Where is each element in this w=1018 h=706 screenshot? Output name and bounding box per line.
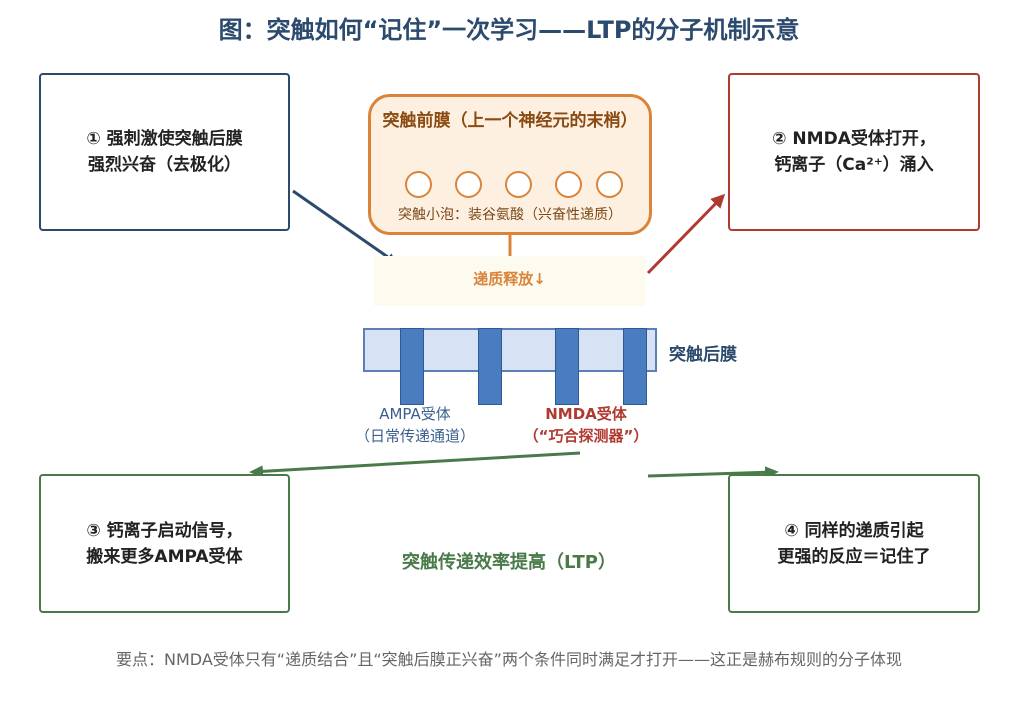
diagram-title: 图：突触如何“记住”一次学习——LTP的分子机制示意 [218,16,800,44]
step4-box: ④ 同样的递质引起 更强的反应＝记住了 [728,474,980,613]
step4-line1: ④ 同样的递质引起 [784,520,924,541]
vesicle-icon [405,171,432,198]
ampa-label-line1: AMPA受体 [379,405,451,423]
step2-line2: 钙离子（Ca²⁺）涌入 [774,155,934,175]
presynaptic-label: 突触前膜（上一个神经元的末梢） [382,111,638,131]
presynaptic-terminal [368,94,652,235]
step3-box: ③ 钙离子启动信号， 搬来更多AMPA受体 [39,474,290,613]
ampa-receptor-icon [478,328,502,405]
step4-line2: 更强的反应＝记住了 [777,546,931,567]
step1-box: ① 强刺激使突触后膜 强烈兴奋（去极化） [39,73,290,231]
ampa-label-line2: （日常传递通道） [354,427,475,445]
nmda-label-line2: （“巧合探测器”） [523,427,649,445]
step3-line1: ③ 钙离子启动信号， [86,520,243,541]
arrow-step1-to-synapse [292,189,397,264]
footnote: 要点：NMDA受体只有“递质结合”且“突触后膜正兴奋”两个条件同时满足才打开——… [116,650,902,669]
vesicle-icon [596,171,623,198]
nmda-label: NMDA受体 （“巧合探测器”） [511,403,661,447]
postsynaptic-label: 突触后膜 [669,345,737,365]
nmda-label-line1: NMDA受体 [545,405,627,423]
release-label: 递质释放↓ [473,270,546,288]
arrow-synapse-to-step2 [646,193,726,275]
synaptic-cleft [374,256,645,306]
nmda-receptor-icon [623,328,647,405]
arrow-to-step4 [647,466,779,479]
vesicle-icon [505,171,532,198]
ltp-result-label: 突触传递效率提高（LTP） [402,552,616,573]
step2-line1: ② NMDA受体打开， [772,129,936,149]
ampa-receptor-icon [400,328,424,405]
step3-line2: 搬来更多AMPA受体 [86,546,243,567]
step2-box: ② NMDA受体打开， 钙离子（Ca²⁺）涌入 [728,73,980,231]
step1-line2: 强烈兴奋（去极化） [88,155,241,175]
vesicle-icon [555,171,582,198]
vesicle-label: 突触小泡：装谷氨酸（兴奋性递质） [398,207,622,223]
arrow-to-step3 [249,451,581,478]
step1-line1: ① 强刺激使突触后膜 [86,129,243,149]
nmda-receptor-icon [555,328,579,405]
ampa-label: AMPA受体 （日常传递通道） [340,403,490,447]
vesicle-icon [455,171,482,198]
